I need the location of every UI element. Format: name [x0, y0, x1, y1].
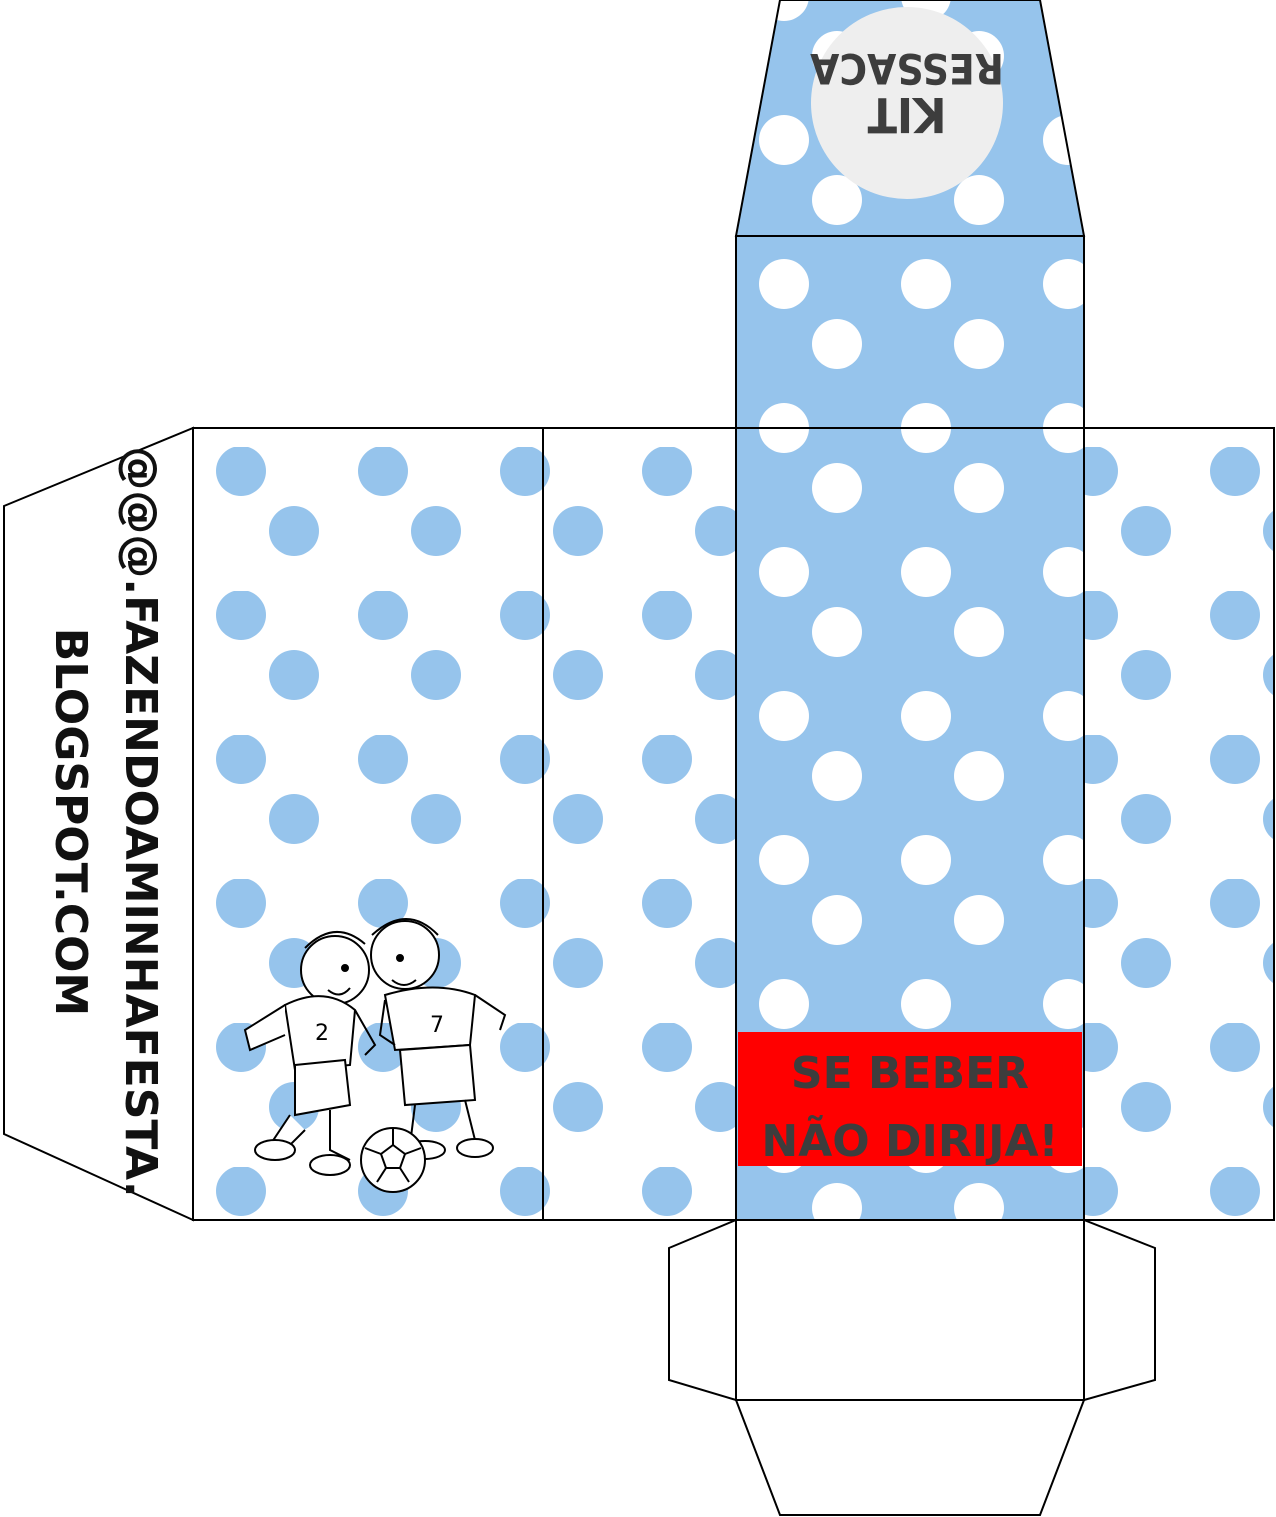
warning-line2: NÃO DIRIJA! [761, 1114, 1058, 1167]
right-panel [1083, 427, 1275, 1221]
kit-ressaca-badge: KIT RESSACA [809, 7, 1004, 199]
side-panel [542, 427, 737, 1221]
bottom-panel [735, 1219, 1085, 1401]
jersey-number-1: 2 [315, 1021, 329, 1046]
badge-title-line2: RESSACA [809, 44, 1003, 93]
blog-line2: BLOGSPOT.COM [45, 628, 96, 1016]
warning-line1: SE BEBER [791, 1048, 1029, 1099]
left-panel [192, 427, 544, 1221]
bottom-tuck-flap [734, 1399, 1086, 1516]
blog-line1: @@@.FAZENDOAMINHAFESTA. [115, 446, 166, 1197]
warning-label: SE BEBER NÃO DIRIJA! [738, 1032, 1082, 1167]
bottom-right-flap [1083, 1218, 1156, 1402]
top-panel [735, 235, 1085, 429]
soccer-boys-illustration: 2 7 [243, 918, 507, 1193]
bottom-left-flap [668, 1218, 737, 1402]
badge-title-line1: KIT [867, 86, 947, 142]
blog-credit: @@@.FAZENDOAMINHAFESTA. BLOGSPOT.COM [45, 446, 166, 1197]
jersey-number-2: 7 [430, 1013, 444, 1038]
